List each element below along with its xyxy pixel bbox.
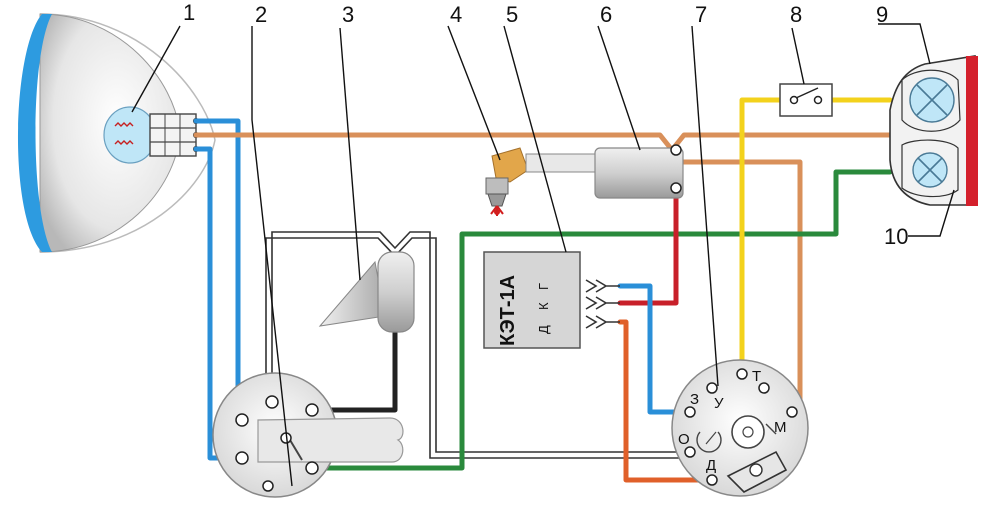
wire-black [309, 327, 398, 413]
tail-bulb-lower [912, 152, 948, 188]
white-wires [265, 231, 690, 459]
ket-pin-d: Д [536, 325, 551, 334]
label-4: 4 [450, 2, 462, 27]
wire-blue-headlight-switch [193, 118, 241, 401]
ignition-coil [594, 144, 684, 199]
horn [318, 251, 415, 333]
ket-pin-g: Г [536, 283, 551, 290]
ket-pin-k: К [536, 302, 551, 310]
label-7: 7 [695, 2, 707, 27]
wire-blue-ket-generator [617, 283, 693, 415]
wire-green [309, 169, 893, 471]
label-2: 2 [255, 2, 267, 27]
headlight [17, 13, 216, 253]
wire-red-orange [617, 319, 715, 483]
label-6: 6 [600, 2, 612, 27]
label-10: 10 [884, 224, 908, 249]
light-switch [212, 372, 404, 498]
headlight-bulb [103, 106, 157, 164]
rear-lamp [889, 55, 978, 206]
leader-lines [131, 23, 955, 487]
wire-orange-brown-down [681, 159, 803, 411]
ket-title: КЭТ-1А [497, 275, 519, 346]
label-9: 9 [876, 2, 888, 27]
label-5: 5 [506, 2, 518, 27]
ket-connectors [585, 279, 620, 329]
headlight-housing-outline [39, 13, 216, 253]
wire-red [617, 187, 679, 306]
tail-bulb-upper [909, 77, 955, 123]
gen-terminal-z: З [690, 391, 699, 408]
gen-terminal-m: М [774, 419, 787, 436]
brake-switch [779, 83, 833, 117]
wire-orange-brown-main [193, 132, 893, 153]
ket-1a-unit: КЭТ-1А Д К Г [483, 251, 620, 349]
gen-terminal-u: У [714, 395, 724, 412]
label-1: 1 [183, 0, 195, 25]
bulb-filament [114, 122, 134, 145]
spark-plug [485, 147, 601, 216]
label-3: 3 [342, 2, 354, 27]
headlight-connector [149, 113, 199, 157]
gen-terminal-o: О [678, 431, 690, 448]
headlight-lens [17, 14, 52, 252]
label-8: 8 [790, 2, 802, 27]
gen-terminal-t: Т [752, 368, 761, 385]
generator: Т У З О М Д [671, 359, 809, 497]
wire-yellow [739, 97, 787, 373]
gen-terminal-d: Д [706, 457, 716, 474]
